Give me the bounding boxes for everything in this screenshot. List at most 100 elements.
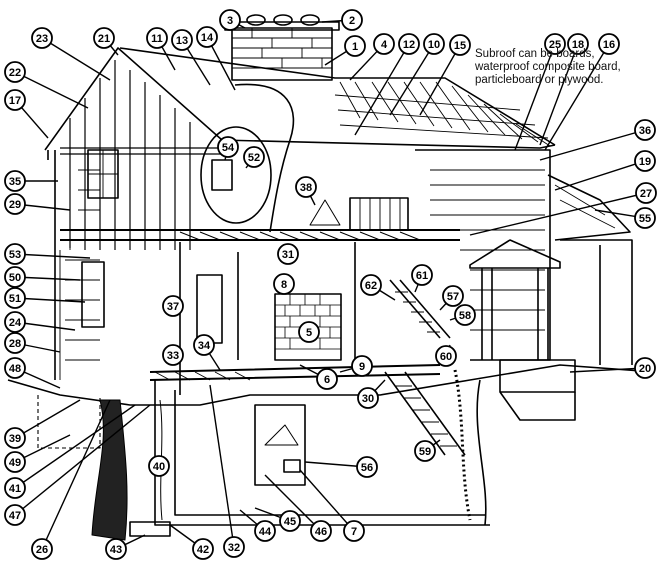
callout-label-43: 43 [110, 544, 122, 556]
callout-label-27: 27 [640, 188, 652, 200]
footing [129, 521, 171, 537]
furnace [254, 404, 306, 486]
callout-label-5: 5 [306, 327, 312, 339]
callout-circle-41 [4, 477, 26, 499]
callout-label-54: 54 [222, 142, 235, 154]
callout-label-41: 41 [9, 483, 21, 495]
callout-circle-50 [4, 266, 26, 288]
leader-line-16 [544, 43, 610, 151]
callout-label-42: 42 [197, 544, 209, 556]
callout-circle-21 [93, 27, 115, 49]
callout-label-21: 21 [98, 33, 110, 45]
callout-circle-58 [454, 304, 476, 326]
callout-circle-43 [105, 538, 127, 560]
callout-circle-23 [31, 27, 53, 49]
foundation-wall [154, 380, 490, 526]
interior-door [196, 274, 223, 344]
callout-label-4: 4 [381, 39, 388, 51]
callout-label-60: 60 [440, 351, 452, 363]
left-gable-roof [44, 47, 223, 151]
callout-label-14: 14 [201, 32, 214, 44]
callout-circle-51 [4, 287, 26, 309]
callout-label-56: 56 [361, 462, 373, 474]
leader-line-23 [41, 37, 111, 81]
leader-line-39 [14, 399, 81, 439]
callout-circle-31 [277, 243, 299, 265]
callout-label-46: 46 [315, 526, 327, 538]
lower-window [81, 261, 105, 328]
callout-circle-27 [635, 182, 657, 204]
callout-circle-19 [634, 150, 656, 172]
callout-label-51: 51 [9, 293, 21, 305]
callout-circle-60 [435, 345, 457, 367]
callout-label-62: 62 [365, 280, 377, 292]
callout-label-11: 11 [151, 33, 163, 45]
leader-line-12 [354, 43, 410, 136]
leader-line-7 [299, 469, 355, 532]
callout-circle-20 [634, 357, 656, 379]
callout-circle-4 [373, 33, 395, 55]
wall-cutaway [200, 126, 272, 224]
callout-circle-53 [4, 243, 26, 265]
callout-circle-11 [146, 27, 168, 49]
callout-label-52: 52 [248, 152, 260, 164]
leader-line-20 [569, 367, 646, 373]
ground-line [7, 364, 656, 406]
callout-circle-56 [356, 456, 378, 478]
callout-circle-2 [341, 9, 363, 31]
callout-circle-33 [162, 344, 184, 366]
callout-circle-3 [219, 9, 241, 31]
callout-label-57: 57 [447, 291, 459, 303]
callout-label-29: 29 [9, 199, 21, 211]
porch-roof [469, 239, 561, 269]
callout-label-58: 58 [459, 310, 471, 322]
callout-label-61: 61 [416, 270, 428, 282]
main-roof-ridge [119, 47, 556, 146]
callout-label-59: 59 [419, 446, 431, 458]
callout-circle-61 [411, 264, 433, 286]
callout-label-45: 45 [284, 516, 296, 528]
callout-circle-62 [360, 274, 382, 296]
callout-circle-1 [344, 35, 366, 57]
callout-label-16: 16 [603, 39, 615, 51]
callout-circle-16 [598, 33, 620, 55]
callout-label-40: 40 [153, 461, 165, 473]
leader-line-19 [554, 160, 646, 191]
leader-line-10 [389, 43, 435, 116]
callout-label-38: 38 [300, 182, 312, 194]
leader-line-41 [14, 404, 136, 489]
callout-label-36: 36 [639, 125, 651, 137]
callout-circle-7 [343, 520, 365, 542]
callout-circle-18 [567, 33, 589, 55]
leader-line-51 [14, 297, 86, 303]
left-wall-edge [47, 150, 56, 380]
callout-circle-29 [4, 193, 26, 215]
callout-circle-59 [414, 440, 436, 462]
callout-label-28: 28 [9, 338, 21, 350]
callout-circle-6 [316, 368, 338, 390]
leader-line-18 [539, 43, 579, 146]
callout-label-55: 55 [639, 213, 651, 225]
callout-label-17: 17 [9, 95, 21, 107]
callout-label-31: 31 [282, 249, 294, 261]
callout-label-33: 33 [167, 350, 179, 362]
garage-roof [547, 174, 631, 241]
callout-label-22: 22 [9, 67, 21, 79]
callout-circle-48 [4, 357, 26, 379]
callout-circle-32 [223, 536, 245, 558]
callout-label-24: 24 [9, 317, 22, 329]
callout-circle-5 [298, 321, 320, 343]
callout-circle-46 [310, 520, 332, 542]
callout-circle-34 [193, 334, 215, 356]
callout-label-37: 37 [167, 301, 179, 313]
callout-circle-40 [148, 455, 170, 477]
leader-line-32 [209, 384, 235, 548]
callout-label-6: 6 [324, 374, 330, 386]
callout-circle-26 [31, 538, 53, 560]
leader-line-47 [14, 404, 151, 516]
leader-line-22 [14, 71, 89, 109]
leader-line-26 [41, 399, 111, 550]
callout-circle-15 [449, 34, 471, 56]
callout-label-9: 9 [359, 361, 365, 373]
callout-label-47: 47 [9, 510, 21, 522]
